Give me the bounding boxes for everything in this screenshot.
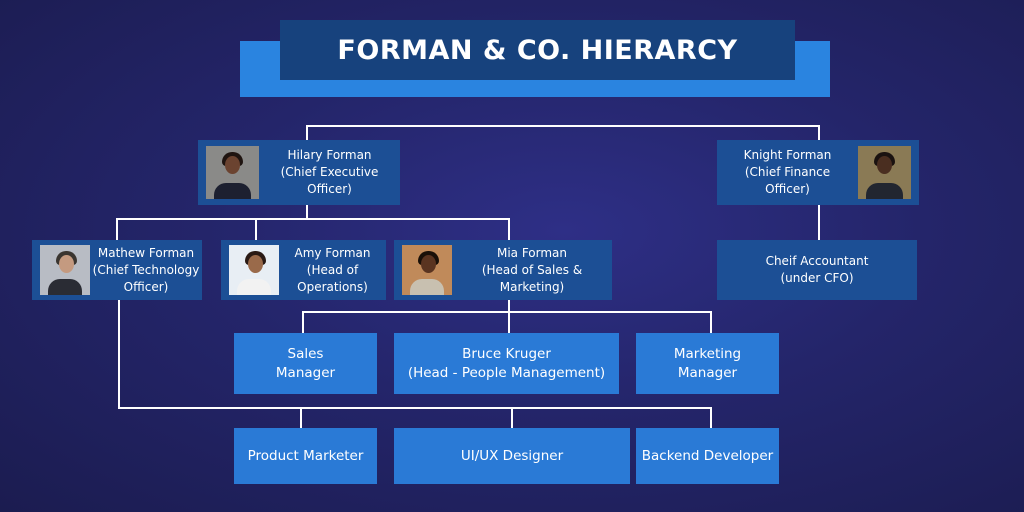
- node-chief-accountant[interactable]: Cheif Accountant (under CFO): [717, 240, 917, 300]
- node-label: Hilary Forman (Chief Executive Officer): [280, 148, 379, 196]
- node-bruce-kruger[interactable]: Bruce Kruger (Head - People Management): [394, 333, 619, 394]
- woman-portrait-photo: [402, 245, 452, 295]
- node-backend-developer[interactable]: Backend Developer: [636, 428, 779, 484]
- title-banner: FORMAN & CO. HIERARCY: [280, 20, 795, 80]
- node-label: Sales Manager: [275, 345, 336, 381]
- node-label: Product Marketer: [247, 447, 364, 464]
- node-label: Amy Forman (Head of Operations): [294, 245, 371, 294]
- node-label: Knight Forman (Chief Finance Officer): [743, 148, 832, 196]
- node-label: Mia Forman (Head of Sales & Marketing): [481, 245, 583, 294]
- woman-smiling-portrait-photo: [229, 245, 279, 295]
- node-label: Mathew Forman (Chief Technology Officer): [92, 245, 200, 294]
- node-label: Marketing Manager: [673, 345, 742, 381]
- node-product-marketer[interactable]: Product Marketer: [234, 428, 377, 484]
- node-amy-forman[interactable]: Amy Forman (Head of Operations): [221, 240, 386, 300]
- node-mia-forman[interactable]: Mia Forman (Head of Sales & Marketing): [394, 240, 612, 300]
- man-suit-portrait-photo: [40, 245, 90, 295]
- page-title: FORMAN & CO. HIERARCY: [337, 34, 738, 66]
- node-mathew-forman[interactable]: Mathew Forman (Chief Technology Officer): [32, 240, 202, 300]
- node-sales-manager[interactable]: Sales Manager: [234, 333, 377, 394]
- man-suit-portrait-photo: [858, 146, 911, 199]
- node-label: UI/UX Designer: [460, 447, 564, 464]
- woman-business-portrait-photo: [206, 146, 259, 199]
- node-knight-forman[interactable]: Knight Forman (Chief Finance Officer): [717, 140, 919, 205]
- node-label: Cheif Accountant (under CFO): [765, 254, 869, 285]
- node-label: Bruce Kruger (Head - People Management): [407, 345, 606, 381]
- node-hilary-forman[interactable]: Hilary Forman (Chief Executive Officer): [198, 140, 400, 205]
- node-uiux-designer[interactable]: UI/UX Designer: [394, 428, 630, 484]
- node-label: Backend Developer: [641, 447, 774, 464]
- node-marketing-manager[interactable]: Marketing Manager: [636, 333, 779, 394]
